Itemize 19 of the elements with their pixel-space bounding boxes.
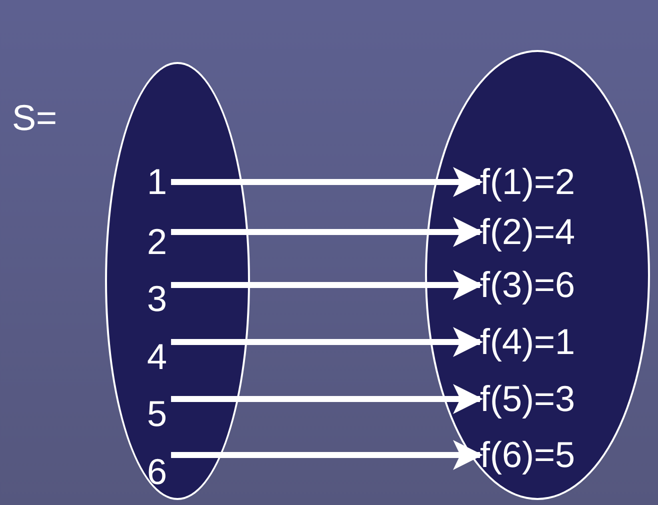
arrow [171,217,483,247]
arrow [171,440,483,470]
set-label: S= [12,98,58,138]
element-text: f(3)=6 [480,265,576,305]
element-text: 6 [147,452,168,492]
arrow [171,167,483,197]
element-text: f(6)=5 [480,435,576,475]
element-text: 1 [147,162,168,202]
element-text: 5 [147,394,168,434]
element-text: f(1)=2 [480,162,576,202]
element-text: f(4)=1 [480,322,576,362]
element-text: f(5)=3 [480,379,576,419]
element-text: 3 [147,279,168,319]
element-text: f(2)=4 [480,212,576,252]
element-text: 2 [147,222,168,262]
arrow [171,384,483,414]
element-text: 4 [147,337,168,377]
arrow [171,270,483,300]
arrow [171,327,483,357]
